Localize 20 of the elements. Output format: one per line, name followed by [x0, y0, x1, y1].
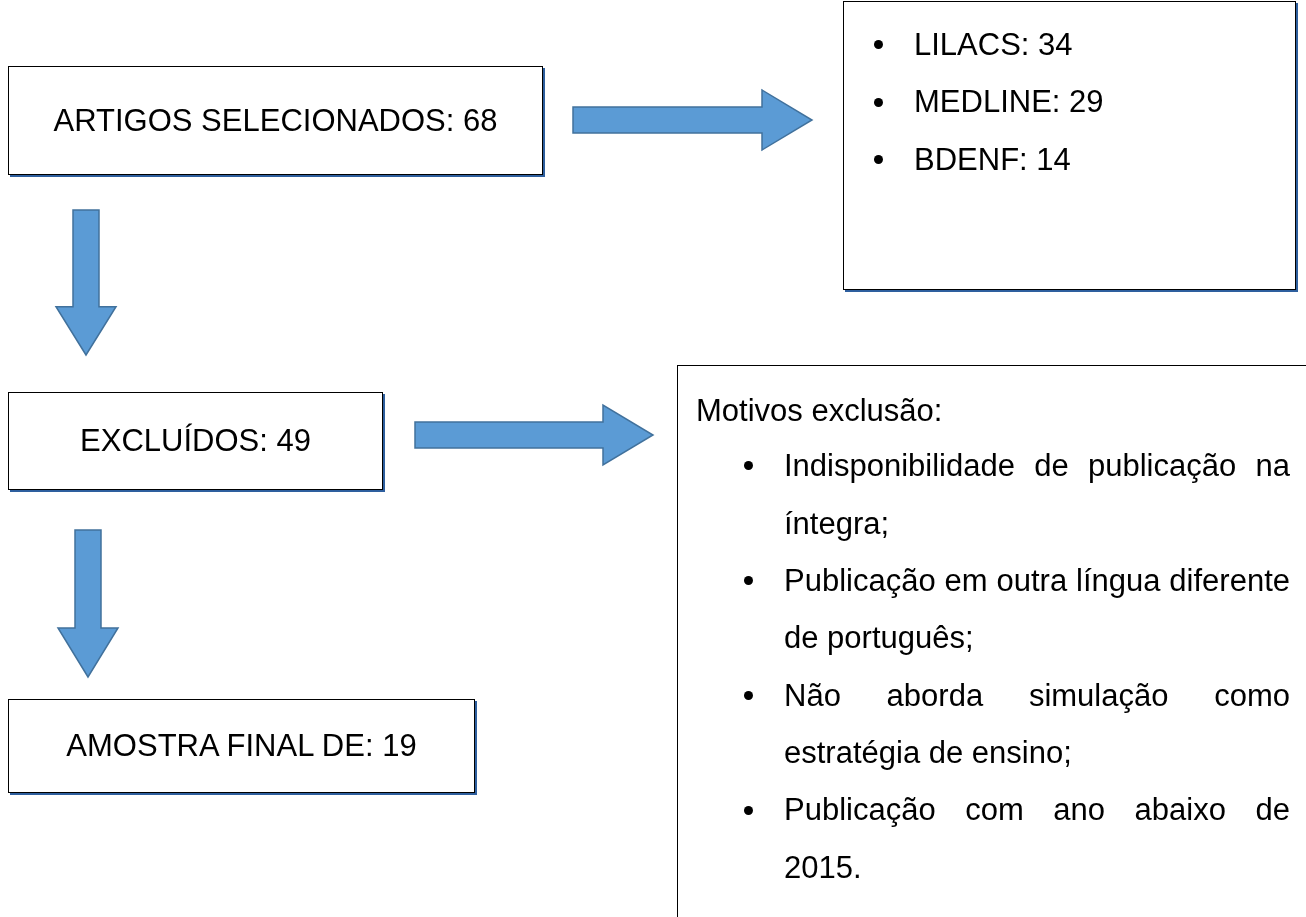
box-label: EXCLUÍDOS: 49	[80, 423, 311, 459]
list-heading: Motivos exclusão:	[696, 392, 944, 430]
bullet-item: MEDLINE: 29	[914, 84, 1104, 120]
process-box	[843, 1, 1296, 290]
block-arrow	[54, 209, 118, 357]
block-arrow	[414, 403, 655, 467]
bullet-item: Publicação com ano abaixo de 2015.	[784, 792, 1290, 885]
block-arrow	[56, 529, 120, 679]
bullet-item: Não aborda simulação como estratégia de ensino;	[784, 677, 1290, 771]
process-box	[8, 699, 475, 793]
block-arrow	[572, 88, 814, 152]
bullet-item: LILACS: 34	[914, 27, 1073, 62]
bullet-item: Publicação em outra língua diferente de português;	[784, 563, 1290, 656]
process-box	[8, 66, 543, 175]
bullet-item: BDENF: 14	[914, 141, 1071, 177]
box-label: AMOSTRA FINAL DE: 19	[66, 728, 417, 764]
process-box	[677, 365, 1306, 917]
bullet-item: Indisponibilidade de publicação na íntegra;	[784, 448, 1290, 541]
box-label: ARTIGOS SELECIONADOS: 68	[53, 102, 498, 139]
process-box	[8, 392, 383, 490]
